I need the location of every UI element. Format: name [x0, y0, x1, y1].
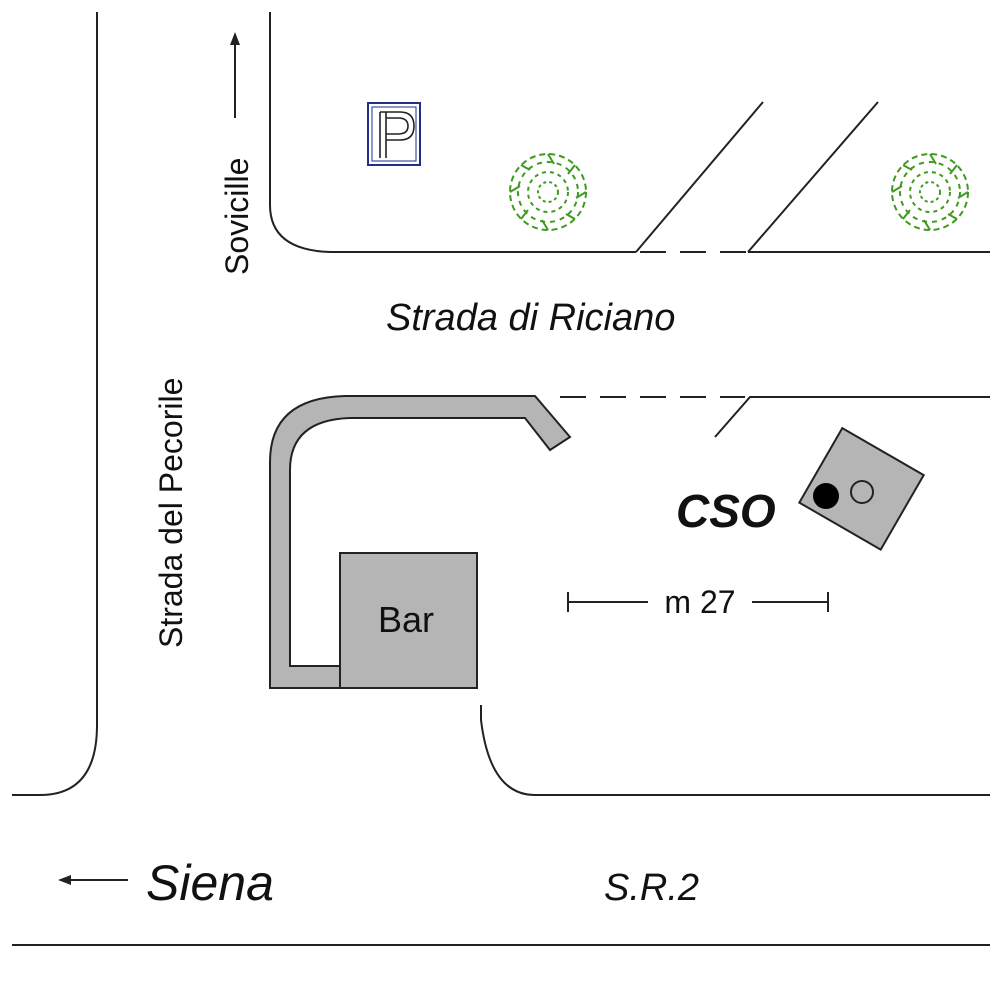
road-edge-left — [12, 12, 98, 796]
bar-label: Bar — [378, 599, 434, 640]
road-label-pecorile: Strada del Pecorile — [153, 378, 189, 648]
tree-icon — [891, 153, 969, 231]
road-label-riciano: Strada di Riciano — [386, 297, 675, 339]
direction-sovicille: Sovicille — [219, 158, 255, 275]
road-edge-riciano-north — [269, 12, 636, 253]
driveway-line-1 — [635, 101, 764, 253]
driveway-line-2 — [747, 101, 879, 253]
station-ring-icon — [850, 480, 874, 504]
road-edge-sr2-north-right — [480, 705, 990, 796]
road-label-sr2: S.R.2 — [604, 867, 699, 909]
road-edge-riciano-south — [714, 396, 990, 438]
direction-siena: Siena — [146, 855, 274, 911]
tree-icon — [509, 153, 587, 231]
scale-label: m 27 — [664, 584, 735, 620]
cso-building — [797, 426, 926, 551]
station-dot-icon — [813, 483, 839, 509]
arrow-up-head — [230, 32, 240, 45]
cso-label: CSO — [676, 485, 776, 537]
arrow-left-head — [58, 875, 71, 885]
parking-icon — [367, 102, 421, 166]
bar-driveway — [269, 395, 572, 689]
bar-building — [339, 552, 478, 689]
